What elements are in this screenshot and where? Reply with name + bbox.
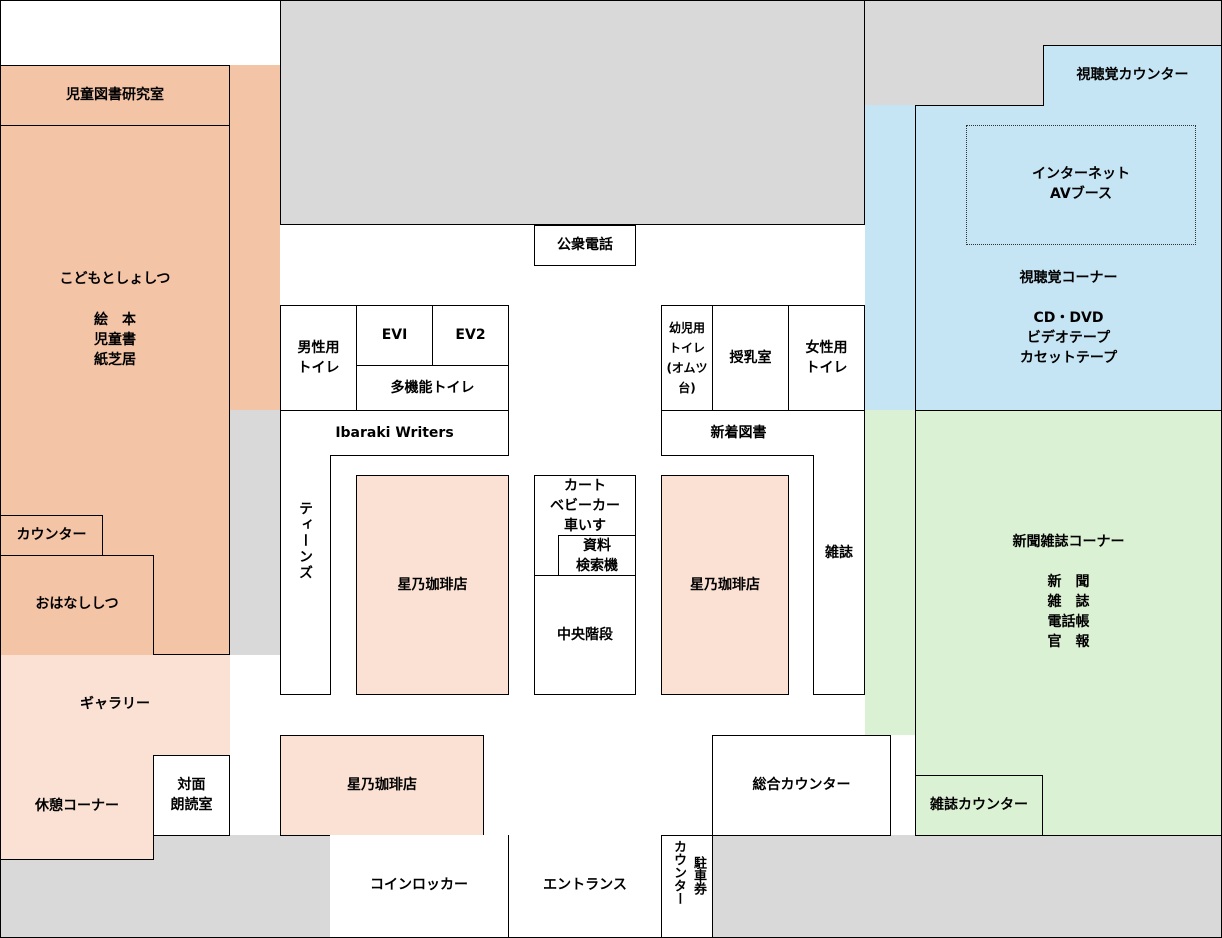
nursing-room[interactable]: 授乳室 [712, 305, 789, 411]
kids-counter[interactable]: カウンター [0, 515, 103, 556]
ev2-label: EV2 [455, 327, 486, 343]
kids-room-items: 絵 本 児童書 紙芝居 [94, 312, 136, 368]
entrance-label: エントランス [543, 877, 627, 893]
newspaper-corner[interactable]: 新聞雑誌コーナー 新 聞 雑 誌 電話帳 官 報 [915, 410, 1222, 836]
newspaper-corner-items: 新 聞 雑 誌 電話帳 官 報 [1047, 574, 1090, 650]
magazine-counter[interactable]: 雑誌カウンター [915, 775, 1043, 836]
rest-corner-area[interactable] [0, 755, 154, 860]
av-corner-label: 視聴覚コーナー [1019, 270, 1118, 286]
cart-label: カート ベビーカー 車いす [550, 478, 620, 534]
general-counter-label: 総合カウンター [752, 777, 851, 793]
coin-locker-label: コインロッカー [370, 877, 468, 893]
story-room[interactable]: おはなししつ [0, 555, 154, 656]
infant-toilet[interactable]: 幼児用 トイレ (オムツ 台) [661, 305, 713, 411]
cafe-left-label: 星乃珈琲店 [397, 577, 468, 593]
public-phone[interactable]: 公衆電話 [534, 225, 636, 266]
womens-toilet-label: 女性用 トイレ [805, 340, 848, 376]
new-books[interactable]: 新着図書 [661, 410, 865, 456]
cafe-left[interactable]: 星乃珈琲店 [356, 475, 509, 695]
blue-strip [865, 105, 915, 410]
parking-counter-label-a: 駐車券 [691, 856, 706, 895]
ibaraki-writers-label: Ibaraki Writers [335, 425, 454, 441]
central-stairs[interactable]: 中央階段 [534, 575, 636, 695]
ev1[interactable]: EVⅠ [356, 305, 433, 366]
kids-strip [230, 65, 280, 410]
gray-strip-left [230, 410, 280, 655]
kids-counter-label: カウンター [16, 527, 87, 543]
ibaraki-writers[interactable]: Ibaraki Writers [280, 410, 509, 456]
multi-toilet-label: 多機能トイレ [390, 380, 475, 396]
search-terminal-label: 資料 検索機 [576, 538, 618, 574]
gallery-label: ギャラリー [80, 696, 150, 712]
nursing-room-label: 授乳室 [729, 350, 772, 366]
av-join [1044, 104, 1221, 107]
cafe-bottom[interactable]: 星乃珈琲店 [280, 735, 484, 836]
magazines-label: 雑誌 [825, 545, 853, 561]
cafe-right-label: 星乃珈琲店 [690, 577, 760, 593]
story-room-label: おはなししつ [35, 596, 119, 612]
building-area-top [280, 0, 865, 225]
general-counter[interactable]: 総合カウンター [712, 735, 891, 836]
children-research-label: 児童図書研究室 [66, 87, 164, 103]
teens-join [281, 454, 330, 457]
rest-corner-label: 休憩コーナー [35, 798, 119, 814]
av-counter-label: 視聴覚カウンター [1076, 67, 1189, 83]
search-terminal[interactable]: 資料 検索機 [558, 535, 636, 576]
cafe-bottom-label: 星乃珈琲店 [347, 777, 417, 793]
parking-counter-label-b: カウンター [671, 840, 686, 905]
magazine-counter-label: 雑誌カウンター [930, 797, 1028, 813]
reading-room-label: 対面 朗読室 [170, 777, 213, 813]
green-strip [865, 410, 915, 735]
reading-room[interactable]: 対面 朗読室 [153, 755, 230, 836]
multi-toilet[interactable]: 多機能トイレ [356, 365, 509, 411]
teens[interactable]: ティーンズ [280, 455, 331, 695]
public-phone-label: 公衆電話 [557, 237, 613, 253]
bottom-gray-right [712, 835, 1222, 938]
mens-toilet-label: 男性用 トイレ [297, 340, 340, 376]
central-stairs-label: 中央階段 [557, 627, 613, 643]
teens-label: ティーンズ [297, 501, 313, 581]
magazines-join [814, 454, 864, 457]
ev1-label: EVⅠ [381, 327, 408, 343]
magazines[interactable]: 雑誌 [813, 455, 865, 695]
children-research-room[interactable]: 児童図書研究室 [0, 65, 230, 126]
entrance[interactable]: エントランス [508, 835, 662, 938]
womens-toilet[interactable]: 女性用 トイレ [788, 305, 865, 411]
new-books-label: 新着図書 [710, 425, 767, 441]
ev2[interactable]: EV2 [432, 305, 509, 366]
parking-counter[interactable]: 駐車券 カウンター [661, 835, 713, 938]
infant-toilet-label: 幼児用 トイレ (オムツ 台) [666, 321, 708, 395]
internet-av-label: インターネット AVブース [1032, 166, 1130, 202]
internet-av-booth[interactable]: インターネット AVブース [966, 125, 1196, 245]
coin-locker[interactable]: コインロッカー [330, 835, 509, 938]
kids-room-label: こどもとしょしつ [59, 271, 171, 287]
av-counter[interactable]: 視聴覚カウンター [1043, 45, 1222, 106]
av-corner-items: CD・DVD ビデオテープ カセットテープ [1019, 310, 1118, 366]
cafe-right[interactable]: 星乃珈琲店 [661, 475, 789, 695]
newspaper-corner-label: 新聞雑誌コーナー [1012, 534, 1125, 550]
mens-toilet[interactable]: 男性用 トイレ [280, 305, 357, 411]
